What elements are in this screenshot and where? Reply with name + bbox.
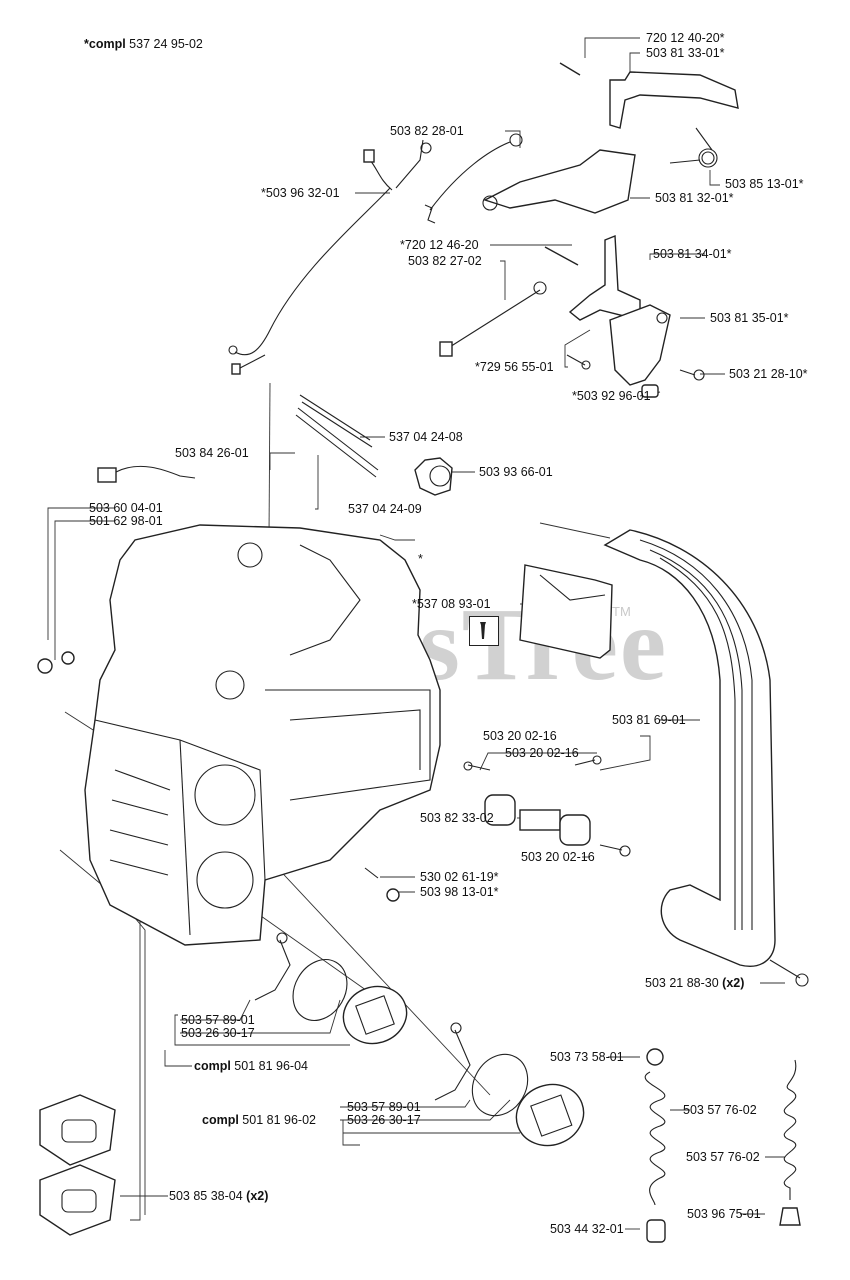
part-label[interactable]: 537 04 24-09 [348, 502, 422, 516]
part-label[interactable]: 530 02 61-19* [420, 870, 499, 884]
av-buffer-assembly [463, 755, 631, 857]
pin-720-12-40-20 [559, 62, 581, 76]
part-label[interactable]: 720 12 40-20* [646, 31, 725, 45]
grommet-501-62-98-01 [61, 651, 75, 665]
throttle-trigger [482, 149, 636, 214]
part-label[interactable]: 503 26 30-17 [181, 1026, 255, 1040]
part-label[interactable]: 537 04 24-08 [389, 430, 463, 444]
part-label[interactable]: 501 62 98-01 [89, 514, 163, 528]
screw-530-02-61-19 [364, 867, 379, 879]
part-label[interactable]: 503 57 89-01 [347, 1100, 421, 1114]
primer-bulb [414, 457, 453, 496]
kit-prefix: compl [194, 1059, 231, 1073]
part-label[interactable]: 503 21 88-30 (x2) [645, 976, 744, 990]
fuel-hose-left [644, 1048, 666, 1243]
av-spring-upper [39, 1094, 116, 1166]
part-label[interactable]: 503 20 02-16 [521, 850, 595, 864]
part-label[interactable]: 503 20 02-16 [505, 746, 579, 760]
part-label[interactable]: 503 82 33-02 [420, 811, 494, 825]
part-label[interactable]: 503 20 02-16 [483, 729, 557, 743]
part-number: 503 85 38-04 [169, 1189, 243, 1203]
part-label[interactable]: 503 44 32-01 [550, 1222, 624, 1236]
crankcase-body [84, 524, 441, 946]
throttle-cable [424, 133, 523, 224]
part-quantity: (x2) [246, 1189, 269, 1203]
kit-number: 501 81 96-02 [242, 1113, 316, 1127]
screw-503-21-28-10 [679, 369, 705, 381]
stop-lever-bracket [568, 234, 641, 321]
part-label[interactable]: *537 08 93-01 [412, 597, 491, 611]
ignition-lead [97, 465, 196, 483]
fuel-cap-assembly-a [254, 932, 408, 1045]
pin-720-12-46-20 [544, 246, 579, 266]
part-label[interactable]: 503 85 38-04 (x2) [169, 1189, 268, 1203]
part-number: 503 21 88-30 [645, 976, 719, 990]
part-label[interactable]: 503 81 33-01* [646, 46, 725, 60]
part-label[interactable]: *503 96 32-01 [261, 186, 340, 200]
oil-cap-assembly-b [434, 1022, 585, 1147]
part-label[interactable]: 503 26 30-17 [347, 1113, 421, 1127]
part-label[interactable]: 503 21 28-10* [729, 367, 808, 381]
fuel-hoses [295, 394, 379, 478]
part-label[interactable]: 503 85 13-01* [725, 177, 804, 191]
part-label[interactable]: 503 81 32-01* [655, 191, 734, 205]
throttle-lockout [609, 71, 739, 129]
av-spring-lower [39, 1164, 116, 1236]
part-label[interactable]: 503 82 28-01 [390, 124, 464, 138]
part-label[interactable]: 503 57 76-02 [683, 1103, 757, 1117]
part-label[interactable]: 503 84 26-01 [175, 446, 249, 460]
fuel-hose-right [779, 1059, 801, 1226]
part-label[interactable]: 503 57 76-02 [686, 1150, 760, 1164]
part-label[interactable]: *503 92 96-01 [572, 389, 651, 403]
filter-cover [519, 564, 613, 659]
part-label[interactable]: 503 82 27-02 [408, 254, 482, 268]
choke-rod [439, 281, 547, 357]
wrench-icon [469, 616, 499, 646]
part-label[interactable]: 503 81 35-01* [710, 311, 789, 325]
kit-label[interactable]: compl 501 81 96-02 [202, 1113, 316, 1127]
plug-503-98-13-01 [386, 888, 400, 902]
part-label[interactable]: *729 56 55-01 [475, 360, 554, 374]
part-label[interactable]: 503 96 75-01 [687, 1207, 761, 1221]
part-label[interactable]: 503 57 89-01 [181, 1013, 255, 1027]
spring-503-92-96-01 [641, 384, 659, 398]
leader-lines [47, 37, 785, 1230]
part-label[interactable]: * [418, 552, 423, 566]
front-handle [603, 529, 776, 967]
part-label[interactable]: 503 93 66-01 [479, 465, 553, 479]
watermark-trademark: TM [612, 604, 631, 619]
spring-503-85-13-01 [669, 127, 718, 168]
part-label[interactable]: 503 73 58-01 [550, 1050, 624, 1064]
part-label[interactable]: 503 81 69-01 [612, 713, 686, 727]
screw-729-56-55-01 [566, 354, 591, 370]
assembly-number: 537 24 95-02 [129, 37, 203, 51]
switch-plate [609, 304, 671, 386]
part-label[interactable]: *720 12 46-20 [400, 238, 479, 252]
assembly-prefix: *compl [84, 37, 126, 51]
part-quantity: (x2) [722, 976, 745, 990]
assembly-title: *compl 537 24 95-02 [84, 37, 203, 51]
part-label[interactable]: 503 98 13-01* [420, 885, 499, 899]
grommet-503-60-04-01 [37, 658, 53, 674]
kit-prefix: compl [202, 1113, 239, 1127]
kit-number: 501 81 96-04 [234, 1059, 308, 1073]
kit-label[interactable]: compl 501 81 96-04 [194, 1059, 308, 1073]
screw-503-21-88-30 [769, 959, 809, 987]
wiring-harness [228, 139, 432, 375]
part-label[interactable]: 503 60 04-01 [89, 501, 163, 515]
part-label[interactable]: 503 81 34-01* [653, 247, 732, 261]
